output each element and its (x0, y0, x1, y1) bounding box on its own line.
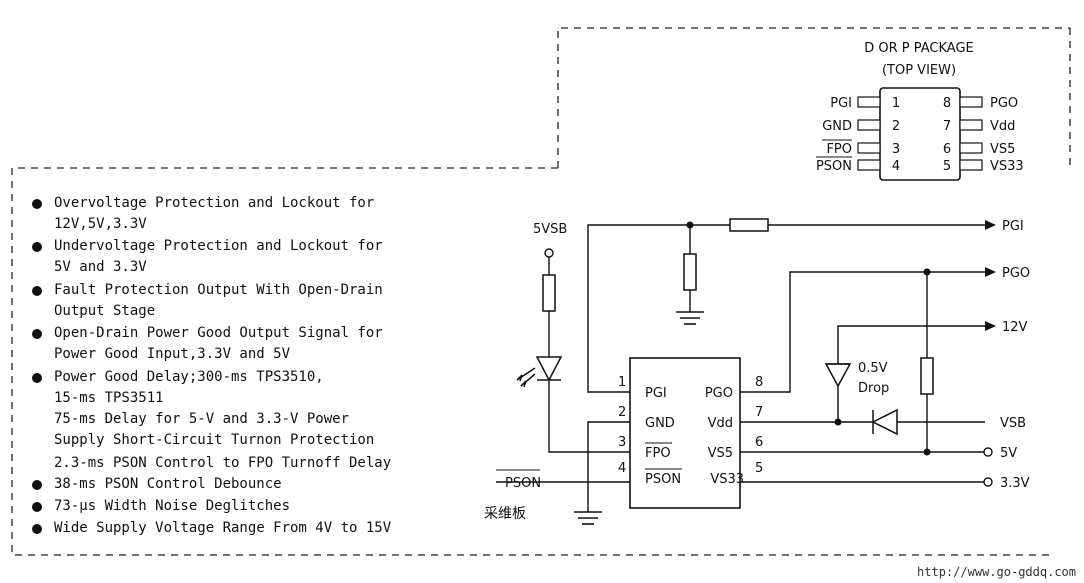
led-icon (516, 356, 563, 388)
pkg-pin-name-vs33: VS33 (990, 159, 1024, 174)
bullet-icon (32, 329, 42, 339)
pkg-pin-num-1: 1 (892, 96, 900, 111)
package-body (879, 87, 961, 181)
pkg-pin-num-7: 7 (943, 119, 951, 134)
output-label-5v: 5V (1000, 446, 1017, 461)
pgo-pullup-resistor (920, 357, 934, 395)
supply-label-5vsb: 5VSB (533, 222, 567, 237)
package-right-pin-stubs (959, 96, 983, 171)
junction-dot (834, 418, 842, 426)
pkg-pin-name-vs5: VS5 (990, 142, 1015, 157)
ic-pin-num-4: 4 (618, 461, 626, 476)
ic-pin-name-pson: PSON (645, 472, 681, 487)
pkg-pin-num-8: 8 (943, 96, 951, 111)
package-left-pin-stubs (857, 96, 881, 171)
ic-pin-name-pgi: PGI (645, 386, 667, 401)
ic-pin-name-vdd: Vdd (708, 416, 733, 431)
bullet-icon (32, 199, 42, 209)
ic-pin-name-vs5: VS5 (708, 446, 733, 461)
pkg-pin-num-2: 2 (892, 119, 900, 134)
ic-pin-num-6: 6 (755, 435, 763, 450)
diode-icon (824, 363, 852, 388)
terminal-5v (983, 447, 993, 457)
pkg-pin-num-3: 3 (892, 142, 900, 157)
pkg-pin-name-pgo: PGO (990, 96, 1018, 111)
wire-pgi (587, 224, 730, 393)
pkg-pin-num-5: 5 (943, 159, 951, 174)
arrow-pgo (985, 267, 996, 277)
dashed-border (11, 27, 1070, 556)
output-label-12v: 12V (1002, 320, 1028, 335)
pgi-series-resistor (729, 218, 769, 232)
diode-label-voltage: 0.5V (858, 361, 888, 376)
pkg-pin-name-vdd: Vdd (990, 119, 1015, 134)
footer-url: http://www.go-gddq.com (917, 565, 1076, 579)
pkg-pin-name-fpo: FPO (826, 142, 852, 157)
pkg-pin-num-4: 4 (892, 159, 900, 174)
wire-led-to-fpo (548, 380, 630, 453)
output-label-pgi: PGI (1002, 219, 1024, 234)
package-title: D OR P PACKAGE (864, 41, 974, 56)
pkg-pin-name-pson: PSON (816, 159, 852, 174)
supply-terminal (544, 248, 554, 258)
diode-icon-vsb (871, 408, 898, 436)
ground-icon (676, 311, 704, 325)
diode-label-drop: Drop (858, 381, 889, 396)
bullet-icon (32, 480, 42, 490)
junction-dot (923, 448, 931, 456)
arrow-pgi (985, 220, 996, 230)
ground-icon-ic (574, 511, 602, 525)
ic-pin-name-vs33: VS33 (710, 472, 744, 487)
ic-pin-num-2: 2 (618, 405, 626, 420)
wire-pgo (740, 271, 985, 393)
pson-input-label: PSON (505, 476, 541, 491)
bullet-icon (32, 373, 42, 383)
ic-pin-num-7: 7 (755, 405, 763, 420)
board-label: 采维板 (484, 506, 526, 522)
ic-pin-name-pgo: PGO (705, 386, 733, 401)
pkg-pin-num-6: 6 (943, 142, 951, 157)
ic-pin-num-5: 5 (755, 461, 763, 476)
ic-pin-name-gnd: GND (645, 416, 675, 431)
bullet-icon (32, 524, 42, 534)
bullet-icon (32, 242, 42, 252)
output-label-3v3: 3.3V (1000, 476, 1030, 491)
output-label-vsb: VSB (1000, 416, 1026, 431)
ic-pin-num-3: 3 (618, 435, 626, 450)
pkg-pin-name-pgi: PGI (830, 96, 852, 111)
ic-pin-num-1: 1 (618, 375, 626, 390)
arrow-12v (985, 321, 996, 331)
bullet-icon (32, 286, 42, 296)
package-subtitle: (TOP VIEW) (882, 63, 956, 78)
ic-pin-name-fpo: FPO (645, 446, 671, 461)
pgi-pulldown-resistor (683, 253, 697, 291)
output-label-pgo: PGO (1002, 266, 1030, 281)
ic-body (629, 357, 741, 509)
pkg-pin-name-gnd: GND (822, 119, 852, 134)
led-resistor (542, 274, 556, 312)
bullet-icon (32, 502, 42, 512)
wire-12v (837, 325, 985, 422)
terminal-3v3 (983, 477, 993, 487)
ic-pin-num-8: 8 (755, 375, 763, 390)
